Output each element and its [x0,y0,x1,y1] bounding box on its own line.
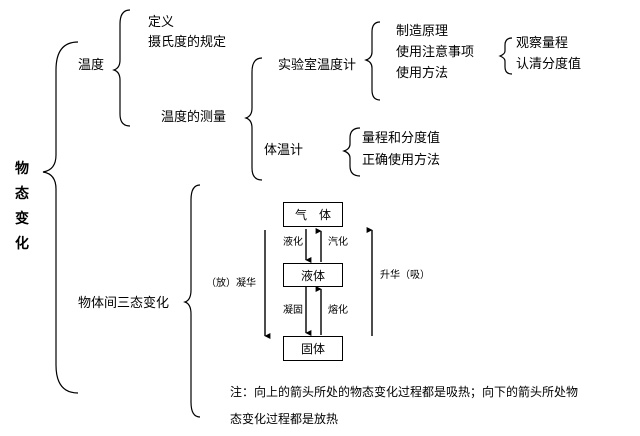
solidification-label: 凝固 [283,305,303,316]
states-label: 物体间三态变化 [78,296,170,311]
brace-states [183,184,201,418]
vaporization-label: 汽化 [328,237,348,248]
division-value-label: 认清分度值 [516,57,582,72]
brace-root [42,41,79,394]
liquefaction-label: 液化 [283,237,303,248]
observe-range-label: 观察量程 [516,36,569,51]
root-label: 物 态 变 化 [14,161,30,252]
melting-label: 熔化 [328,305,348,316]
range-division-label: 量程和分度值 [362,131,441,146]
precautions-label: 使用注意事项 [396,45,475,60]
brace-usage-method [498,37,513,75]
root-char: 物 [15,161,29,177]
sublimation-label: 升华（吸） [380,270,430,281]
body-thermometer-label: 体温计 [264,143,304,158]
root-char: 变 [15,211,29,227]
root-char: 态 [15,186,29,202]
gas-box: 气 体 [283,202,343,227]
brace-temperature [112,9,131,127]
note-line-1: 注：向上的箭头所处的物态变化过程都是吸热；向下的箭头所处物 [230,385,579,399]
correct-usage-label: 正确使用方法 [362,153,441,168]
definition-label: 定义 [148,15,175,30]
solid-box: 固体 [283,336,343,361]
measurement-label: 温度的测量 [161,110,227,125]
brace-measurement [244,57,263,181]
temperature-label: 温度 [78,58,105,73]
note-line-2: 态变化过程都是放热 [230,412,339,426]
deposition-label: （放）凝华 [206,278,256,289]
liquid-box: 液体 [283,263,343,287]
usage-method-label: 使用方法 [396,66,449,81]
celsius-rule-label: 摄氏度的规定 [148,35,227,50]
lab-thermometer-label: 实验室温度计 [278,58,357,73]
brace-lab-thermometer [364,21,381,101]
brace-body-thermometer [342,127,361,177]
root-char: 化 [15,236,29,252]
principle-label: 制造原理 [396,24,449,39]
